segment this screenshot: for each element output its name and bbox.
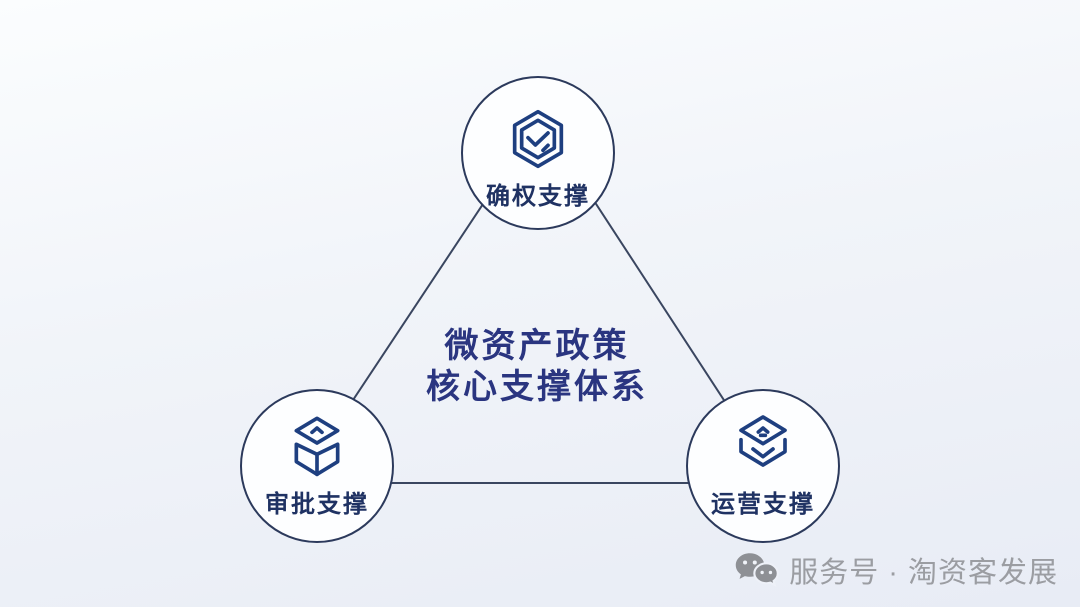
- node-label-approval: 审批支撑: [265, 491, 369, 518]
- center-title-line2: 核心支撑体系: [426, 368, 648, 406]
- center-title: 微资产政策 核心支撑体系: [426, 326, 648, 408]
- node-label-rights-confirmation: 确权支撑: [486, 183, 590, 210]
- wechat-icon: [735, 553, 780, 588]
- footer-text: 服务号 · 淘资客发展: [789, 557, 1058, 589]
- node-circle-approval: 审批支撑: [240, 389, 394, 543]
- layers-stack-icon: [739, 415, 787, 467]
- open-box-icon: [294, 416, 340, 477]
- footer-watermark: 服务号 · 淘资客发展: [734, 549, 1058, 591]
- center-title-line1: 微资产政策: [444, 327, 630, 365]
- node-circle-operations: 运营支撑: [686, 389, 840, 543]
- node-label-operations: 运营支撑: [711, 491, 815, 518]
- node-circle-rights-confirmation: 确权支撑: [461, 76, 615, 230]
- hexagon-check-icon: [512, 109, 564, 169]
